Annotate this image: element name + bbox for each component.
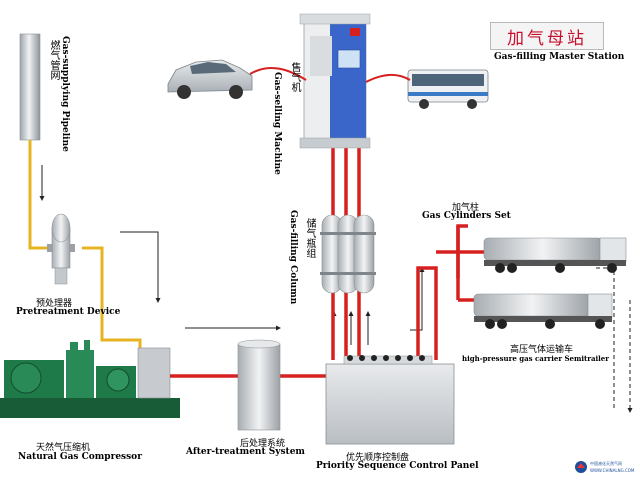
- pretreatment-device-icon: [47, 213, 75, 285]
- pretreatment-label-en: Pretreatment Device: [16, 307, 121, 317]
- control-panel-label-en: Priority Sequence Control Panel: [316, 461, 479, 471]
- compressor-label-zh: 天然气压缩机: [36, 443, 91, 453]
- carrier-truck-top-icon: [483, 237, 627, 273]
- dispenser-hoses: [249, 66, 411, 83]
- pipeline-label-en: Gas-supplying Pipeline: [60, 36, 70, 152]
- gas-supply-pipeline-icon: [19, 33, 41, 141]
- station-title-en: Gas-filling Master Station: [494, 52, 625, 62]
- pretreatment-label-zh: 预处理器: [36, 299, 73, 309]
- gas-selling-machine-icon: [299, 13, 371, 149]
- after-treatment-tank-icon: [237, 339, 281, 431]
- car-icon: [167, 59, 253, 99]
- selling-machine-label-en: Gas-selling Machine: [272, 72, 282, 175]
- logo-icon: [575, 461, 587, 473]
- low-pressure-pipes: [28, 140, 142, 350]
- station-title-box: 加气母站: [490, 22, 604, 50]
- logo-line2: WWW.CHINALNG.COM: [590, 468, 635, 473]
- selling-machine-label-zh: 售气机: [289, 62, 300, 92]
- carrier-label-en: high-pressure gas carrier Semitrailer: [462, 354, 609, 363]
- cylinders-label-en: Gas Cylinders Set: [422, 211, 511, 221]
- aftertreatment-label-zh: 后处理系统: [240, 439, 286, 449]
- compressor-label-en: Natural Gas Compressor: [18, 452, 142, 462]
- control-panel-label-zh: 优先顺序控制盘: [346, 453, 410, 463]
- logo-line1: 中国液化天然气网: [590, 461, 622, 466]
- carrier-label-zh: 高压气体运输车: [510, 345, 574, 355]
- station-title-zh: 加气母站: [507, 28, 587, 49]
- natural-gas-compressor-icon: [0, 340, 180, 418]
- cylinders-label-zh: 加气柱: [452, 203, 480, 213]
- site-logo: 中国液化天然气网 WWW.CHINALNG.COM: [572, 458, 634, 476]
- pipeline-label-zh: 燃气管网: [48, 40, 59, 80]
- storage-cylinders-icon: [320, 214, 376, 294]
- control-panel-icon: [325, 355, 455, 445]
- filling-column-label-en: Gas-filling Column: [288, 210, 298, 305]
- bus-icon: [407, 69, 489, 109]
- filling-column-label-zh: 储气瓶组: [304, 218, 315, 258]
- aftertreatment-label-en: After-treatment System: [186, 447, 305, 457]
- carrier-truck-bottom-icon: [473, 293, 613, 329]
